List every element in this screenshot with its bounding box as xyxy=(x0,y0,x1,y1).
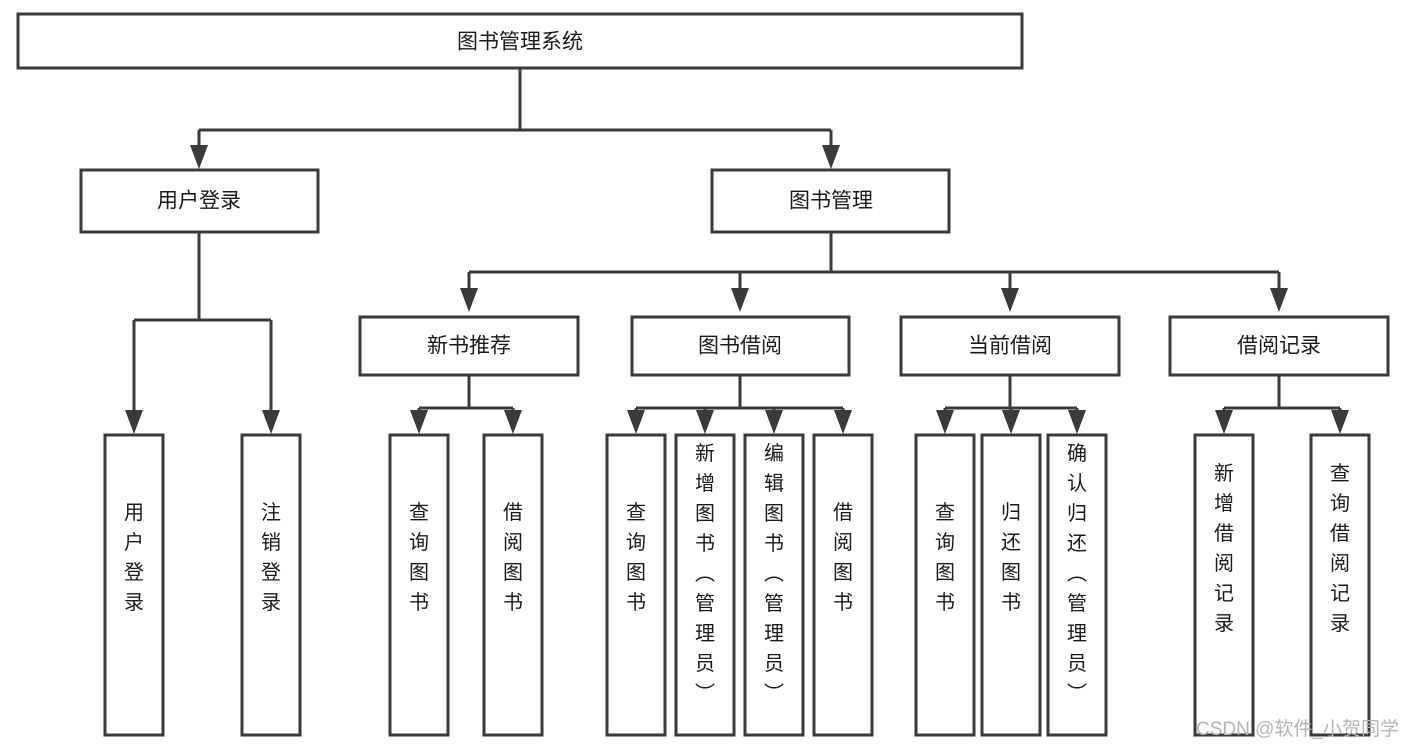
node-new-book-rec-label: 新书推荐 xyxy=(427,335,511,358)
node-leaf-user-login-box xyxy=(103,433,165,737)
node-root-box xyxy=(16,12,1024,70)
node-leaf-user-login[interactable]: 用户登录 xyxy=(103,433,165,737)
node-leaf-borrow-book-2-label: 借阅图书 xyxy=(833,501,853,614)
node-leaf-borrow-book-2[interactable]: 借阅图书 xyxy=(812,433,874,737)
node-leaf-add-record-box xyxy=(1193,433,1255,737)
arrow-head-leaf-query-book-2 xyxy=(627,410,645,434)
node-root[interactable]: 图书管理系统 xyxy=(16,12,1024,70)
node-leaf-query-record[interactable]: 查询借阅记录 xyxy=(1309,433,1371,737)
node-leaf-query-book-2[interactable]: 查询图书 xyxy=(605,433,667,737)
node-leaf-edit-book[interactable]: 编辑图书︵管理员︶ xyxy=(743,433,805,737)
node-leaf-query-book-2-box xyxy=(605,433,667,737)
node-leaf-return-book-label: 归还图书 xyxy=(1001,501,1021,614)
node-leaf-add-record-label: 新增借阅记录 xyxy=(1214,462,1234,635)
node-root-label: 图书管理系统 xyxy=(457,31,583,54)
node-leaf-add-book-box xyxy=(674,433,736,737)
arrow-head-current-borrow xyxy=(1001,288,1019,312)
arrow-head-leaf-query-book-3 xyxy=(936,410,954,434)
arrow-head-leaf-borrow-book-2 xyxy=(834,410,852,434)
node-leaf-query-book-1-box xyxy=(388,433,450,737)
connector-group-user-login xyxy=(125,232,280,434)
node-book-borrow-label: 图书借阅 xyxy=(698,335,782,358)
node-current-borrow[interactable]: 当前借阅 xyxy=(899,315,1121,377)
node-leaf-query-book-3[interactable]: 查询图书 xyxy=(914,433,976,737)
csdn-watermark: CSDN @软件_小贺同学 xyxy=(1196,718,1399,740)
connector-group-book-manage xyxy=(460,232,1288,312)
node-borrow-record-label: 借阅记录 xyxy=(1237,335,1321,358)
node-leaf-query-book-3-label: 查询图书 xyxy=(935,501,955,614)
node-book-manage-label: 图书管理 xyxy=(789,190,873,213)
arrow-head-leaf-confirm-return xyxy=(1068,410,1086,434)
node-leaf-confirm-return[interactable]: 确认归还︵管理员︶ xyxy=(1046,433,1108,737)
node-user-login-box xyxy=(79,168,320,234)
node-leaf-logout-box xyxy=(240,433,302,737)
node-leaf-return-book[interactable]: 归还图书 xyxy=(980,433,1042,737)
node-new-book-rec-box xyxy=(358,315,580,377)
node-leaf-edit-book-box xyxy=(743,433,805,737)
node-leaf-borrow-book-1-label: 借阅图书 xyxy=(503,501,523,614)
connector-group-borrow-record xyxy=(1215,375,1349,434)
node-user-login-label: 用户登录 xyxy=(157,190,241,213)
node-borrow-record[interactable]: 借阅记录 xyxy=(1168,315,1390,377)
node-borrow-record-box xyxy=(1168,315,1390,377)
arrow-head-leaf-query-book-1 xyxy=(410,410,428,434)
connector-group-new-book-rec xyxy=(410,375,522,434)
node-user-login[interactable]: 用户登录 xyxy=(79,168,320,234)
node-leaf-borrow-book-2-box xyxy=(812,433,874,737)
arrow-head-leaf-user-login xyxy=(125,410,143,434)
node-leaf-add-book[interactable]: 新增图书︵管理员︶ xyxy=(674,433,736,737)
arrow-head-leaf-edit-book xyxy=(765,410,783,434)
arrow-head-new-book-rec xyxy=(460,288,478,312)
node-leaf-borrow-book-1[interactable]: 借阅图书 xyxy=(482,433,544,737)
connector-group-current-borrow xyxy=(936,375,1086,434)
node-leaf-query-book-1-label: 查询图书 xyxy=(409,501,429,614)
arrow-head-leaf-return-book xyxy=(1002,410,1020,434)
node-leaf-query-book-3-box xyxy=(914,433,976,737)
node-book-borrow[interactable]: 图书借阅 xyxy=(630,315,851,377)
node-book-borrow-box xyxy=(630,315,851,377)
connector-group-root xyxy=(190,68,840,169)
node-leaf-add-book-label: 新增图书︵管理员︶ xyxy=(695,442,715,705)
node-leaf-confirm-return-label: 确认归还︵管理员︶ xyxy=(1067,442,1087,705)
arrow-head-leaf-query-record xyxy=(1331,410,1349,434)
node-leaf-add-record[interactable]: 新增借阅记录 xyxy=(1193,433,1255,737)
node-leaf-query-record-box xyxy=(1309,433,1371,737)
arrow-head-leaf-logout xyxy=(262,410,280,434)
node-leaf-logout-label: 注销登录 xyxy=(261,501,281,614)
arrow-head-leaf-add-book xyxy=(696,410,714,434)
connector-group-book-borrow xyxy=(627,375,852,434)
node-leaf-return-book-box xyxy=(980,433,1042,737)
node-new-book-rec[interactable]: 新书推荐 xyxy=(358,315,580,377)
arrow-head-book-manage xyxy=(822,145,840,169)
node-leaf-query-record-label: 查询借阅记录 xyxy=(1330,462,1350,635)
arrow-head-leaf-add-record xyxy=(1215,410,1233,434)
node-leaf-confirm-return-box xyxy=(1046,433,1108,737)
node-leaf-edit-book-label: 编辑图书︵管理员︶ xyxy=(764,442,784,705)
node-leaf-query-book-2-label: 查询图书 xyxy=(626,501,646,614)
arrow-head-book-borrow xyxy=(731,288,749,312)
node-book-manage[interactable]: 图书管理 xyxy=(710,168,951,234)
node-leaf-logout[interactable]: 注销登录 xyxy=(240,433,302,737)
arrow-head-borrow-record xyxy=(1270,288,1288,312)
node-current-borrow-box xyxy=(899,315,1121,377)
node-leaf-user-login-label: 用户登录 xyxy=(124,502,144,614)
node-book-manage-box xyxy=(710,168,951,234)
node-leaf-query-book-1[interactable]: 查询图书 xyxy=(388,433,450,737)
arrow-head-user-login xyxy=(190,145,208,169)
node-leaf-borrow-book-1-box xyxy=(482,433,544,737)
arrow-head-leaf-borrow-book-1 xyxy=(504,410,522,434)
node-current-borrow-label: 当前借阅 xyxy=(968,335,1052,358)
